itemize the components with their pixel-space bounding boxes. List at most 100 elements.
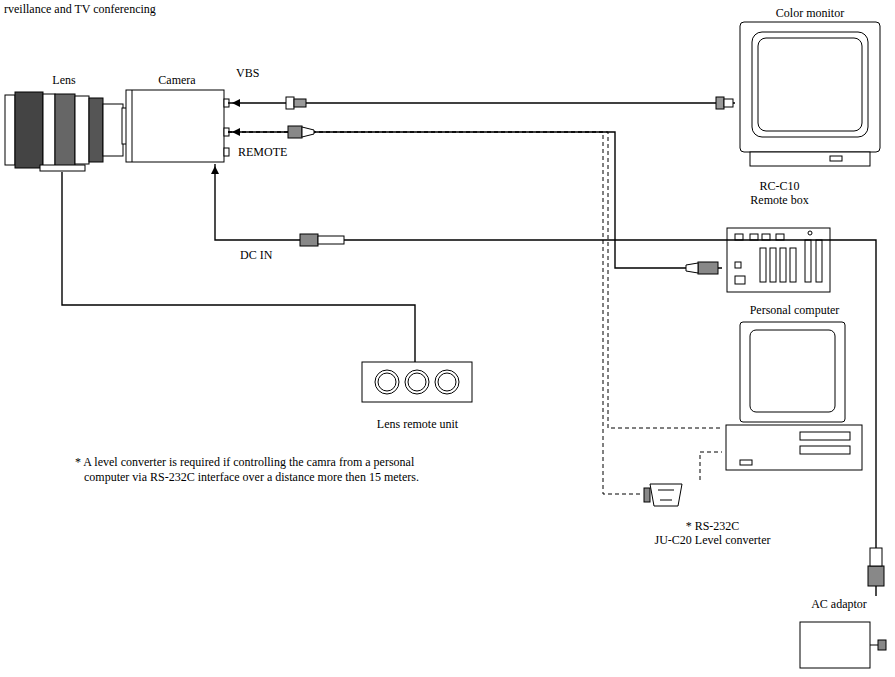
lens-remote-unit-drawing	[375, 370, 399, 394]
lens-remote-unit-drawing	[408, 373, 426, 391]
camera-drawing	[132, 90, 133, 162]
plug-in-arrow	[232, 128, 240, 136]
remote-box-node: RC-C10Remote box	[722, 178, 837, 296]
personal-computer-drawing	[740, 460, 752, 465]
remote-box-drawing	[735, 234, 743, 240]
ac-adaptor-drawing	[800, 622, 886, 668]
lens-drawing	[40, 165, 85, 171]
cable	[215, 164, 876, 596]
signal-name: VBS	[236, 66, 259, 81]
personal-computer-drawing	[740, 322, 845, 422]
personal-computer-drawing	[726, 425, 862, 470]
remote-box-drawing	[735, 262, 741, 268]
remote-box-drawing	[808, 231, 812, 235]
ac-adaptor-drawing	[800, 622, 870, 668]
dc-plug	[318, 236, 344, 244]
remote-plug	[288, 126, 302, 138]
lens-drawing	[5, 95, 15, 165]
cable	[228, 132, 722, 268]
personal-computer-drawing	[726, 322, 862, 470]
level-converter-node: * RS-232CJU-C20 Level converter	[640, 480, 785, 548]
color-monitor-drawing	[750, 152, 870, 166]
level-converter-drawing	[660, 500, 672, 501]
camera-drawing	[126, 90, 224, 162]
dc-plug	[300, 234, 318, 246]
lens-remote-unit-drawing	[438, 373, 456, 391]
lens-drawing	[5, 92, 123, 171]
remote-box-drawing	[780, 248, 786, 282]
device-label: AC adaptor	[811, 597, 867, 611]
device-label: JU-C20 Level converter	[655, 533, 771, 547]
personal-computer-drawing	[800, 446, 850, 454]
signal-name: DC IN	[240, 248, 272, 263]
remote-plug	[302, 127, 314, 137]
camera-node: Camera	[126, 72, 228, 164]
device-label: Remote box	[750, 193, 808, 207]
plug-in-arrow	[211, 99, 240, 174]
device-label: Camera	[158, 73, 195, 87]
dc-plug	[300, 234, 884, 586]
color-monitor-drawing	[758, 38, 862, 131]
remote-box-drawing	[762, 234, 770, 240]
cable	[62, 172, 415, 362]
ac-adaptor-node: AC adaptor	[790, 596, 888, 672]
lens-drawing	[103, 104, 123, 156]
remote-box-drawing	[776, 234, 784, 240]
device-label: Color monitor	[776, 6, 844, 20]
dc-plug	[870, 548, 882, 566]
level-converter-drawing	[658, 490, 674, 491]
lens-drawing	[15, 92, 43, 168]
lens-node: Lens	[5, 72, 123, 172]
device-label: Personal computer	[750, 303, 840, 317]
color-monitor-drawing	[752, 32, 868, 137]
remote-plug	[288, 126, 718, 274]
personal-computer-node: Personal computer	[722, 302, 867, 474]
personal-computer-drawing	[750, 330, 835, 412]
page-title: rveillance and TV conferencing	[4, 2, 156, 17]
serial-cable	[228, 132, 640, 494]
bnc-plug	[716, 97, 724, 109]
lens-remote-unit-drawing	[405, 370, 429, 394]
device-label: * RS-232C	[686, 519, 740, 533]
plug-in-arrow	[211, 166, 219, 174]
color-monitor-drawing	[740, 22, 880, 152]
lens-remote-unit-drawing	[435, 370, 459, 394]
lens-drawing	[75, 96, 89, 164]
footnote: * A level converter is required if contr…	[75, 455, 429, 485]
remote-box-drawing	[816, 240, 822, 282]
device-label: Lens	[52, 73, 75, 87]
lens-remote-unit-drawing	[378, 373, 396, 391]
bnc-plug	[286, 97, 733, 109]
device-label: Lens remote unit	[377, 417, 458, 431]
serial-cable	[700, 452, 722, 480]
remote-box-drawing	[727, 228, 830, 292]
bnc-plug	[294, 99, 306, 107]
remote-box-drawing	[805, 240, 811, 282]
dc-plug	[868, 566, 884, 586]
level-converter-drawing	[644, 488, 650, 502]
remote-box-drawing	[727, 228, 830, 292]
camera-drawing	[122, 90, 229, 162]
personal-computer-drawing	[800, 432, 850, 440]
remote-box-drawing	[760, 248, 766, 282]
level-converter-drawing	[644, 484, 682, 506]
ac-adaptor-drawing	[878, 640, 886, 650]
lens-remote-unit-node: Lens remote unit	[355, 362, 480, 432]
remote-box-drawing	[770, 248, 776, 282]
serial-cable	[228, 132, 722, 428]
bnc-plug	[724, 99, 733, 107]
lens-drawing	[43, 94, 55, 166]
lens-remote-unit-drawing	[362, 362, 472, 402]
remote-box-drawing	[750, 234, 758, 240]
device-label: RC-C10	[759, 179, 799, 193]
plug-in-arrow	[232, 99, 240, 107]
ac-adaptor-drawing	[870, 645, 878, 646]
bnc-plug	[286, 97, 294, 109]
remote-plug	[698, 262, 718, 274]
lens-drawing	[89, 98, 103, 162]
